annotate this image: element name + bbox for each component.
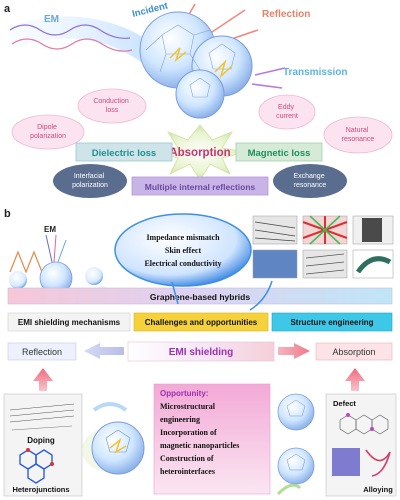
em-label: EM — [44, 14, 59, 25]
opportunity-line-3: Incorporation of — [160, 428, 217, 437]
opportunity-line-2: engineering — [160, 415, 200, 424]
structure-images — [252, 215, 394, 279]
opportunity-line-5: Construction of — [160, 454, 214, 463]
svg-text:Conduction loss: Conduction loss — [93, 98, 130, 114]
svg-text:Interfacial polarizati: Interfacial polarization — [72, 173, 108, 189]
exchange-resonance-cloud: Exchange resonance — [273, 164, 347, 198]
emi-mechanisms-label: EMI shielding mechanisms — [18, 318, 121, 327]
images-arrow — [249, 280, 273, 311]
bubble-line-3: Electrical conductivity — [144, 259, 221, 268]
em-wave-2 — [11, 38, 133, 52]
dipole-polarization-cloud: Dipole polarization — [11, 114, 85, 150]
row-absorption-label: Absorption — [332, 347, 375, 357]
magnetic-loss-label: Magnetic loss — [248, 148, 311, 159]
dielectric-loss-box: Dielectric loss — [75, 142, 173, 162]
em-wave-1 — [9, 24, 131, 39]
bottom-fullerene — [82, 402, 145, 475]
absorption-label: Absorption — [169, 147, 230, 159]
bubble-line-2: Skin effect — [165, 246, 202, 255]
bubble-arrow — [171, 281, 179, 305]
doping-label: Doping — [27, 436, 55, 445]
emi-row: Reflection EMI shielding Absorption — [7, 341, 393, 362]
opportunity-line-1: Microstructural — [160, 402, 216, 411]
defect-box: Defect Alloying — [325, 393, 397, 497]
conduction-loss-cloud: Conduction loss — [77, 88, 147, 124]
eddy-current-cloud: Eddy current — [258, 94, 316, 130]
transmission-label: Transmission — [283, 67, 347, 78]
reflection-label: Reflection — [262, 9, 310, 20]
svg-text:Eddy current: Eddy current — [276, 104, 298, 120]
doping-box: Doping Heterojunctions — [3, 393, 83, 497]
graphene-bar — [7, 287, 393, 305]
opportunity-line-4: magnetic nanoparticles — [160, 441, 239, 450]
em-beam — [6, 16, 157, 64]
opportunity-title: Opportunity: — [160, 389, 208, 398]
category-row: EMI shielding mechanisms Challenges and … — [7, 312, 393, 332]
panel-b: b EM Impedance mismatch Skin effect Elec… — [3, 208, 397, 497]
structure-label: Structure engineering — [290, 318, 373, 327]
conduction-loss-line2: loss — [106, 107, 119, 114]
emi-shielding-label: EMI shielding — [169, 347, 233, 358]
svg-text:Exchange resonance: Exchange resonance — [293, 173, 326, 189]
natural-resonance-cloud: Natural resonance — [323, 116, 393, 154]
opportunity-line-6: heterointerfaces — [160, 467, 215, 476]
left-arrow — [84, 343, 124, 359]
right-arrow — [278, 343, 310, 359]
panel-b-em-label: EM — [44, 225, 56, 234]
bubble-line-1: Impedance mismatch — [146, 233, 220, 242]
graphene-bar-label: Graphene-based hybrids — [150, 292, 250, 302]
svg-text:Natural resonance: Natural resonance — [342, 127, 375, 143]
panel-a: a EM Incident Reflection Transmission — [4, 0, 393, 198]
up-arrow-left — [33, 368, 53, 391]
row-reflection-label: Reflection — [22, 347, 62, 357]
svg-text:Dipole polarization: Dipole polarization — [30, 124, 66, 140]
heterojunctions-label: Heterojunctions — [12, 485, 69, 494]
right-fullerenes — [276, 393, 315, 496]
defect-label: Defect — [333, 399, 356, 408]
magnetic-loss-box: Magnetic loss — [235, 142, 323, 162]
panel-a-letter: a — [4, 3, 11, 15]
transmission-rays — [251, 67, 286, 89]
opportunity-box: Opportunity: Microstructural engineering… — [153, 383, 271, 495]
challenges-label: Challenges and opportunities — [145, 318, 258, 327]
multiple-reflections-label: Multiple internal reflections — [145, 182, 256, 192]
fullerene-spheres — [139, 11, 253, 119]
dielectric-loss-label: Dielectric loss — [92, 148, 156, 159]
interfacial-polarization-cloud: Interfacial polarization — [53, 164, 127, 198]
panel-b-letter: b — [4, 208, 11, 220]
up-arrow-right — [345, 368, 365, 391]
conduction-loss-line1: Conduction — [93, 98, 129, 105]
challenges-bubble: Impedance mismatch Skin effect Electrica… — [114, 213, 252, 287]
alloying-label: Alloying — [363, 485, 393, 494]
multiple-reflections-box: Multiple internal reflections — [131, 176, 269, 196]
